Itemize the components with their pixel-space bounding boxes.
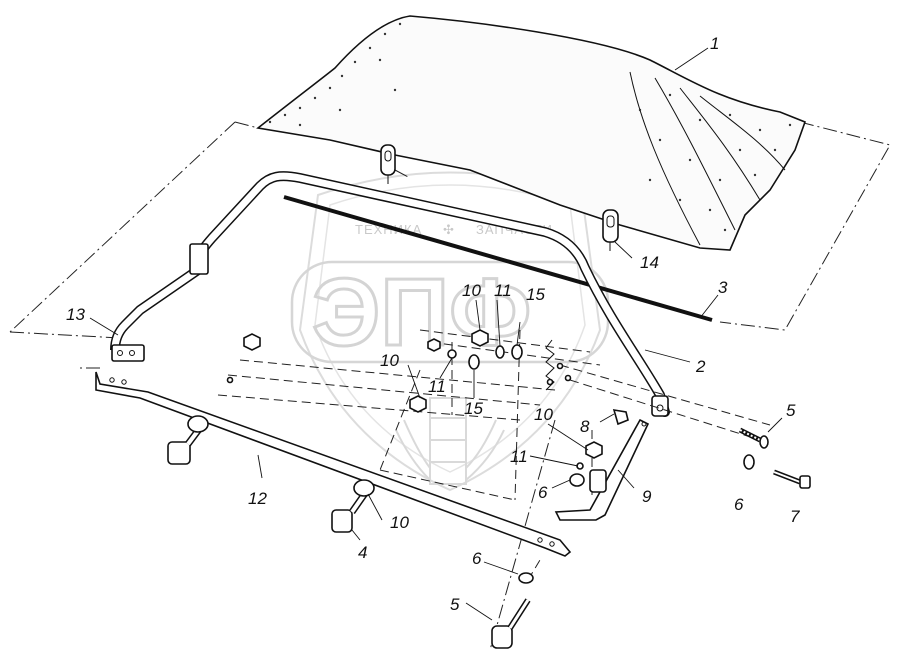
callout-11a: 11 [494, 281, 512, 300]
cover-texture [268, 22, 792, 232]
bolt-7 [773, 469, 811, 489]
callout-6b: 6 [734, 495, 744, 514]
callout-6a: 6 [538, 483, 548, 502]
callout-7: 7 [790, 507, 800, 526]
washer-15-middle [468, 354, 480, 370]
nut-10-left [243, 333, 261, 351]
washer-15-top [511, 344, 523, 360]
washer-6-bottom [518, 572, 534, 584]
callout-12: 12 [248, 489, 267, 508]
nut-10-top [471, 329, 489, 347]
callout-5b: 5 [450, 595, 460, 614]
washer-6-middle [569, 473, 585, 487]
callout-14: 14 [640, 253, 659, 272]
strap-bracket [554, 418, 650, 521]
washer-6-right [743, 454, 755, 470]
bolt-left [167, 415, 209, 465]
side-bracket [110, 243, 209, 362]
long-bar [95, 371, 572, 557]
leader-lines [89, 47, 783, 621]
callout-15a: 15 [526, 285, 545, 304]
callout-9: 9 [642, 487, 652, 506]
callout-5a: 5 [786, 401, 796, 420]
watermark-dot: ✣ [443, 222, 455, 237]
callout-10b: 10 [380, 351, 399, 370]
callout-10a: 10 [462, 281, 481, 300]
nut-10-middle [409, 395, 427, 413]
callout-4: 4 [358, 543, 367, 562]
tarp-hook-right [602, 209, 619, 251]
assembly-lines [217, 329, 771, 581]
washer-11-middle [447, 349, 457, 359]
nut-10-small [427, 338, 441, 352]
callout-13: 13 [66, 305, 85, 324]
bow-frame [195, 171, 670, 417]
clip-8 [612, 409, 629, 426]
callout-10d: 10 [390, 513, 409, 532]
callout-8: 8 [580, 417, 590, 436]
bolt-5-bottom [491, 598, 531, 649]
callout-15b: 15 [464, 399, 483, 418]
watermark: ТЕХНИКА ✣ ЗАПЧАСТИ ЭПФ [290, 171, 610, 492]
cover-tarp [256, 15, 807, 251]
bolt-5-right [738, 427, 769, 449]
callout-1: 1 [710, 34, 719, 53]
callout-11c: 11 [510, 447, 528, 466]
callout-6c: 6 [472, 549, 482, 568]
nut-10-right [585, 441, 603, 459]
tarp-hook-left [380, 144, 396, 184]
rod [283, 195, 713, 322]
callout-11b: 11 [428, 377, 446, 396]
washer-11-top [495, 345, 505, 359]
hardware [167, 329, 811, 649]
watermark-grain-icon [395, 397, 505, 485]
callout-10c: 10 [534, 405, 553, 424]
callouts: 1 2 3 14 13 12 4 10 10 11 15 10 11 15 10… [66, 34, 800, 614]
callout-3: 3 [718, 278, 728, 297]
bolt-4 [331, 479, 375, 533]
callout-2: 2 [695, 357, 706, 376]
